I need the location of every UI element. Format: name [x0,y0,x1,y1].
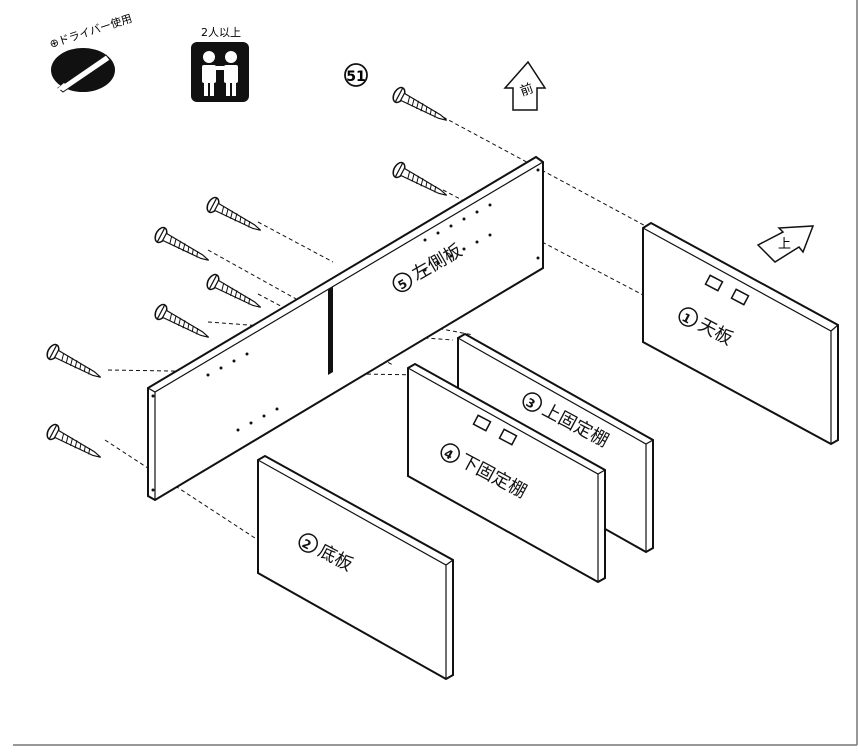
two-persons-icon [191,42,249,102]
screwdriver-badge: ⊕ドライバー使用 [48,12,134,93]
part-number-circle [392,272,413,293]
lower-fixed-shelf: 4 下固定棚 [407,362,606,584]
left-side-panel: 5 左側板 [147,155,544,502]
part-number-circle [440,443,460,463]
phillips-screwdriver-icon [51,48,115,92]
screw [44,421,106,466]
part-number-circle [678,307,698,327]
front-arrow: 前 [503,60,547,111]
part-number-circle [522,392,542,412]
part-number-circle [298,533,318,553]
screw [390,159,452,204]
persons-label: 2人以上 [201,26,241,39]
screw [204,194,266,239]
screwdriver-label: ⊕ドライバー使用 [48,12,134,51]
top-arrow-label: 上 [778,237,791,252]
assembly-diagram: ⊕ドライバー使用 2人以上 51 前 上 [13,0,858,746]
screw [152,301,214,346]
persons-badge: 2人以上 [191,26,249,102]
screw [44,341,106,386]
top-arrow: 上 [756,225,815,263]
screw [390,84,452,129]
screw-ref-number: 51 [346,69,365,85]
front-arrow-label: 前 [518,80,536,99]
screw [152,224,214,269]
bottom-panel: 2 底板 [257,454,454,681]
top-panel: 1 天板 [642,221,839,446]
screw [204,271,266,316]
screw-ref: 51 [344,63,368,87]
